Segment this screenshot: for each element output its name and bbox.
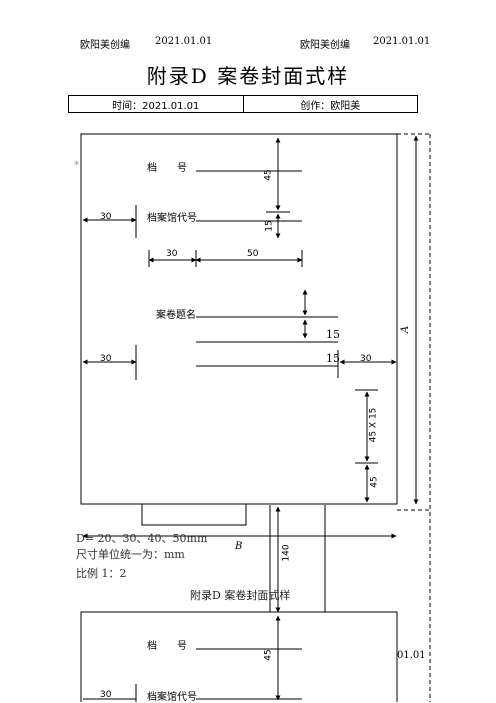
dim-140: 140 <box>281 544 292 562</box>
dim-45-top: 45 <box>263 169 274 181</box>
dim-30-left: 30 <box>100 212 112 222</box>
note-scale: 比例 1：2 <box>76 567 127 580</box>
dim-45x15: 45 X 15 <box>368 407 379 443</box>
dim-b: B <box>235 541 243 552</box>
page-title: 附录D 案卷封面式样 <box>146 64 350 88</box>
dim-15-top: 15 <box>264 220 275 232</box>
case-title-label: 案卷题名 <box>156 310 196 321</box>
bleed-through-mark: * <box>74 160 79 171</box>
info-table: 时间：2021.01.01 创作：欧阳美 <box>68 95 418 113</box>
dim-15-a: 15 <box>326 328 340 341</box>
info-time: 时间：2021.01.01 <box>112 100 200 112</box>
header-author-left: 欧阳美创编 <box>80 40 130 51</box>
header-date-right: 2021.01.01 <box>373 36 431 47</box>
cover2-date-fragment: 01.01 <box>397 650 426 661</box>
header-author-right: 欧阳美创编 <box>300 40 350 51</box>
cover2-frame <box>80 611 398 702</box>
dim-30-left2: 30 <box>100 354 112 364</box>
dim-a: A <box>400 325 412 334</box>
info-creator: 创作：欧阳美 <box>242 96 418 112</box>
dim-50: 50 <box>247 249 259 259</box>
archive-code-label: 档案馆代号 <box>147 213 197 224</box>
dim-45-bottom: 45 <box>369 476 380 488</box>
figure-caption: 附录D 案卷封面式样 <box>190 589 291 602</box>
note-d-values: D= 20、30、40、50mm <box>76 532 208 545</box>
header-date-left: 2021.01.01 <box>155 36 213 47</box>
cover-frame <box>80 133 398 505</box>
file-number-label: 档 号 <box>147 163 187 174</box>
dim-30-right: 30 <box>360 354 372 364</box>
dim-30-mid: 30 <box>166 249 178 259</box>
dim-15-b: 15 <box>326 352 340 365</box>
cover2-dim-45: 45 <box>263 649 274 661</box>
cover2-archive-code-label: 档案馆代号 <box>147 692 197 703</box>
cover2-file-number-label: 档 号 <box>147 641 187 652</box>
dashed-boundary <box>397 133 431 702</box>
note-units: 尺寸单位统一为：mm <box>76 548 185 561</box>
cover2-dim-30: 30 <box>100 690 112 700</box>
